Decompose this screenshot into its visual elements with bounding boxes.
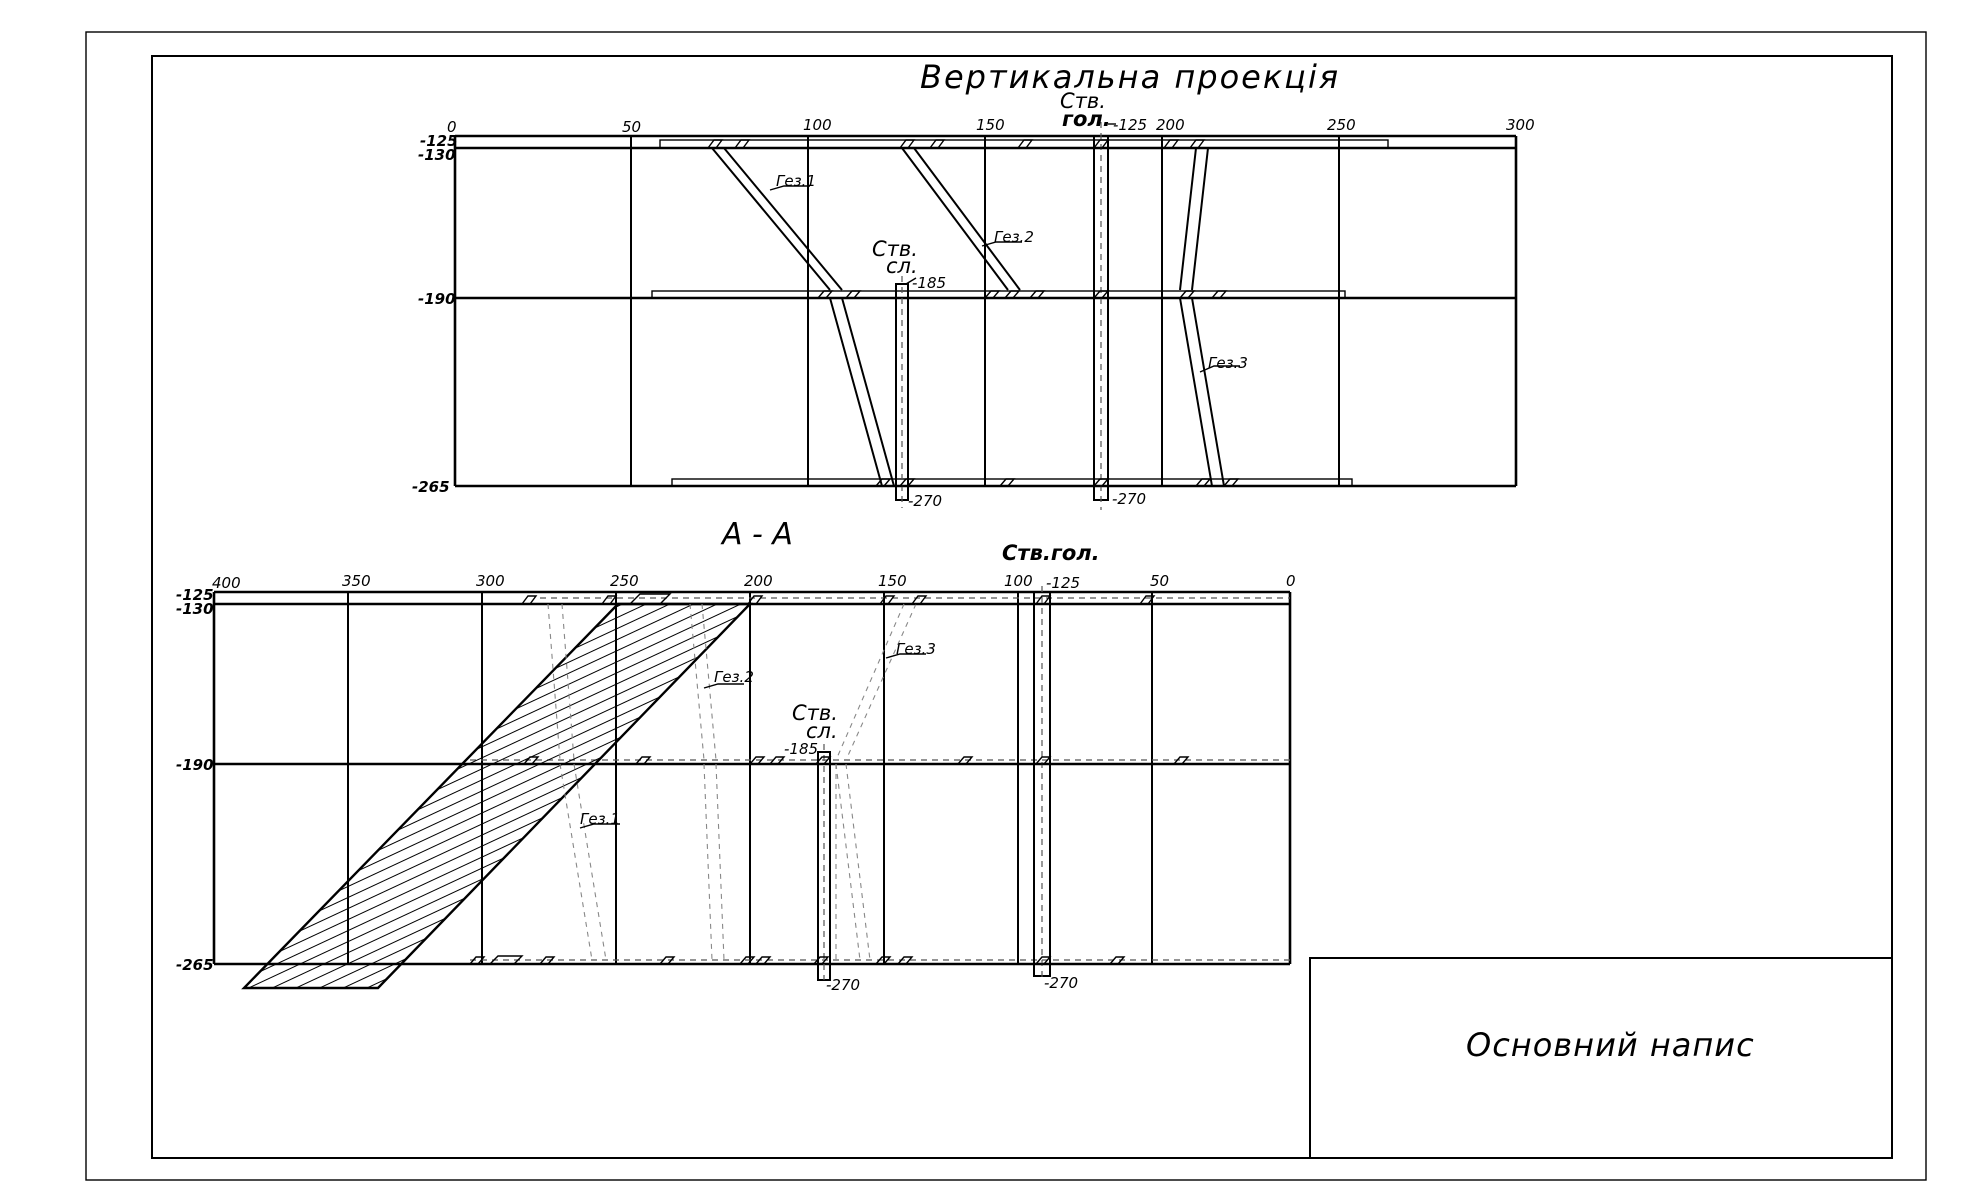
- svg-text:-130: -130: [418, 146, 456, 164]
- inner-frame: [151, 55, 1893, 1159]
- svg-text:100: 100: [803, 116, 832, 134]
- section-view: [212, 586, 1292, 990]
- svg-text:Гез.1: Гез.1: [580, 810, 620, 828]
- svg-text:350: 350: [342, 572, 371, 590]
- svg-text:-185: -185: [784, 740, 818, 758]
- title-block-box: [1309, 957, 1893, 1159]
- section-level-labels: -125 -130 -190 -265: [176, 586, 214, 974]
- svg-text:0: 0: [447, 118, 457, 136]
- svg-text:Гез.2: Гез.2: [994, 228, 1034, 246]
- svg-text:сл.: сл.: [806, 719, 838, 743]
- svg-text:-125: -125: [1113, 116, 1147, 134]
- title-block-text: Основний напис: [1466, 1026, 1755, 1064]
- svg-text:-125: -125: [420, 132, 458, 150]
- svg-text:-185: -185: [912, 274, 946, 292]
- svg-text:-270: -270: [1112, 490, 1146, 508]
- section-shaft-labels: -125 -270 Ств. сл. -185 -270: [784, 574, 1080, 994]
- outer-frame: [85, 31, 1927, 1181]
- svg-text:50: 50: [1150, 572, 1169, 590]
- svg-text:300: 300: [476, 572, 505, 590]
- svg-text:100: 100: [1004, 572, 1033, 590]
- svg-text:Гез.3: Гез.3: [1208, 354, 1248, 372]
- svg-text:400: 400: [212, 574, 241, 592]
- svg-text:гол.: гол.: [1062, 107, 1111, 131]
- svg-text:250: 250: [1327, 116, 1356, 134]
- svg-text:-265: -265: [412, 478, 450, 496]
- svg-text:Гез.2: Гез.2: [714, 668, 754, 686]
- svg-text:150: 150: [878, 572, 907, 590]
- svg-text:50: 50: [622, 118, 641, 136]
- svg-text:250: 250: [610, 572, 639, 590]
- top-level-labels: -125 -130 -190 -265: [412, 132, 458, 496]
- svg-text:0: 0: [1286, 572, 1296, 590]
- svg-text:-265: -265: [176, 956, 214, 974]
- svg-text:-130: -130: [176, 600, 214, 618]
- svg-text:-125: -125: [176, 586, 214, 604]
- ore-body: [241, 602, 753, 990]
- svg-text:-270: -270: [1044, 974, 1078, 992]
- svg-text:-190: -190: [418, 290, 456, 308]
- svg-text:Гез.3: Гез.3: [896, 640, 936, 658]
- svg-text:200: 200: [744, 572, 773, 590]
- svg-text:сл.: сл.: [886, 254, 918, 278]
- top-x-ticks: 0 50 100 150 200 250 300: [447, 116, 1535, 136]
- section-main-shaft-label: Ств.гол.: [1002, 541, 1100, 565]
- drawing-title: Вертикальна проекція: [920, 58, 1340, 96]
- svg-text:Ств.: Ств.: [792, 701, 838, 725]
- section-raise-labels: Гез.1 Гез.2 Гез.3: [580, 640, 936, 828]
- section-x-ticks: 400 350 300 250 200 150 100 50 0: [212, 572, 1296, 592]
- svg-text:-270: -270: [908, 492, 942, 510]
- top-shaft-labels: Ств. гол. -125 -270 Ств. сл. -185 -270: [872, 89, 1147, 510]
- section-title: А - А: [720, 517, 793, 552]
- svg-text:Ств.: Ств.: [1060, 89, 1106, 113]
- top-view: [453, 122, 1518, 510]
- svg-text:Ств.: Ств.: [872, 237, 918, 261]
- top-raise-labels: Гез.1 Гез.2 Гез.3: [776, 172, 1248, 372]
- svg-text:-125: -125: [1046, 574, 1080, 592]
- svg-text:200: 200: [1156, 116, 1185, 134]
- svg-text:150: 150: [976, 116, 1005, 134]
- svg-text:-190: -190: [176, 756, 214, 774]
- svg-text:-270: -270: [826, 976, 860, 994]
- svg-text:Гез.1: Гез.1: [776, 172, 816, 190]
- svg-text:300: 300: [1506, 116, 1535, 134]
